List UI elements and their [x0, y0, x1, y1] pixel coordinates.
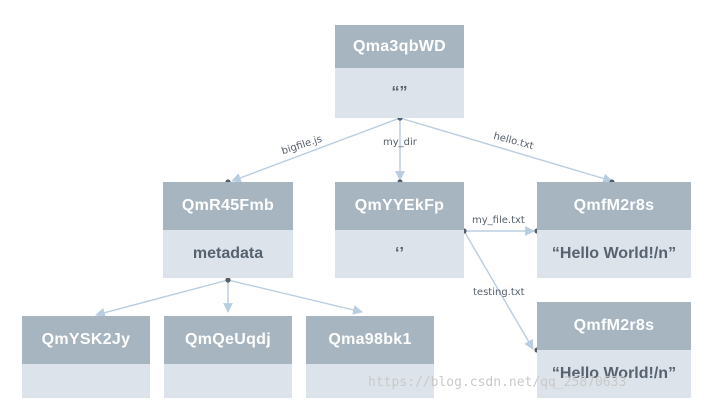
node-hash: QmYSK2Jy: [22, 316, 150, 364]
watermark: https://blog.csdn.net/qq_25870633: [368, 375, 627, 390]
node-mydir: QmYYEkFp ‘’: [335, 182, 464, 278]
edge-root-bigfile: [231, 117, 401, 183]
node-hash: QmfM2r8s: [537, 302, 691, 350]
node-hash: Qma3qbWD: [335, 25, 464, 68]
node-chunk-3: Qma98bk1: [306, 316, 434, 398]
node-content: [22, 364, 150, 398]
node-content: [306, 364, 434, 398]
edge-root-hello: [399, 117, 613, 184]
dot-bigfile-out: [225, 277, 231, 283]
node-hash: Qma98bk1: [306, 316, 434, 364]
edge-bigfile-chunk3: [227, 279, 363, 315]
edge-mydir-testing: [463, 230, 534, 350]
node-chunk-2: QmQeUqdj: [164, 316, 292, 398]
node-hash: QmQeUqdj: [164, 316, 292, 364]
node-hash: QmYYEkFp: [335, 182, 464, 230]
node-hash: QmfM2r8s: [537, 182, 691, 230]
node-hello: QmfM2r8s “Hello World!/n”: [537, 182, 691, 278]
node-content: ‘’: [335, 230, 464, 278]
node-bigfile: QmR45Fmb metadata: [163, 182, 293, 278]
node-root: Qma3qbWD “”: [335, 25, 464, 118]
edge-bigfile-chunk1: [95, 279, 229, 318]
node-content: “”: [335, 68, 464, 118]
node-hash: QmR45Fmb: [163, 182, 293, 230]
edge-label-testing: testing.txt: [473, 287, 525, 298]
node-myfile: QmfM2r8s “Hello World!/n”: [537, 302, 691, 398]
node-content: metadata: [163, 230, 293, 278]
node-content: [164, 364, 292, 398]
edge-label-mydir: my_dir: [383, 137, 417, 148]
node-content: “Hello World!/n”: [537, 230, 691, 278]
node-content: “Hello World!/n”: [537, 350, 691, 398]
edge-label-myfile: my_file.txt: [472, 215, 525, 226]
node-chunk-1: QmYSK2Jy: [22, 316, 150, 398]
